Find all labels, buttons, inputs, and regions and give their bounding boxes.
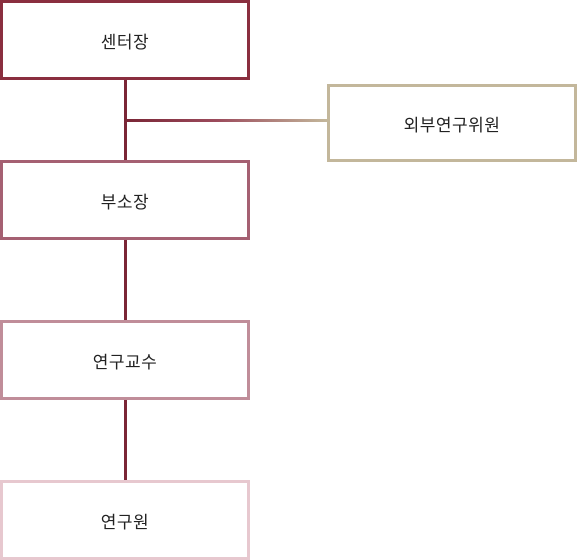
node-deputy-director: 부소장 — [0, 160, 250, 240]
node-director: 센터장 — [0, 0, 250, 80]
connector-external-researcher — [127, 119, 327, 122]
connector-professor-researcher — [124, 400, 127, 480]
connector-deputy-professor — [124, 240, 127, 320]
node-research-professor-label: 연구교수 — [92, 352, 158, 373]
node-external-researcher-label: 외부연구위원 — [403, 115, 501, 136]
node-director-label: 센터장 — [100, 32, 150, 53]
node-researcher: 연구원 — [0, 480, 250, 560]
node-external-researcher: 외부연구위원 — [327, 84, 577, 162]
node-deputy-director-label: 부소장 — [100, 192, 150, 213]
node-research-professor: 연구교수 — [0, 320, 250, 400]
connector-director-deputy — [124, 80, 127, 160]
node-researcher-label: 연구원 — [100, 512, 150, 533]
